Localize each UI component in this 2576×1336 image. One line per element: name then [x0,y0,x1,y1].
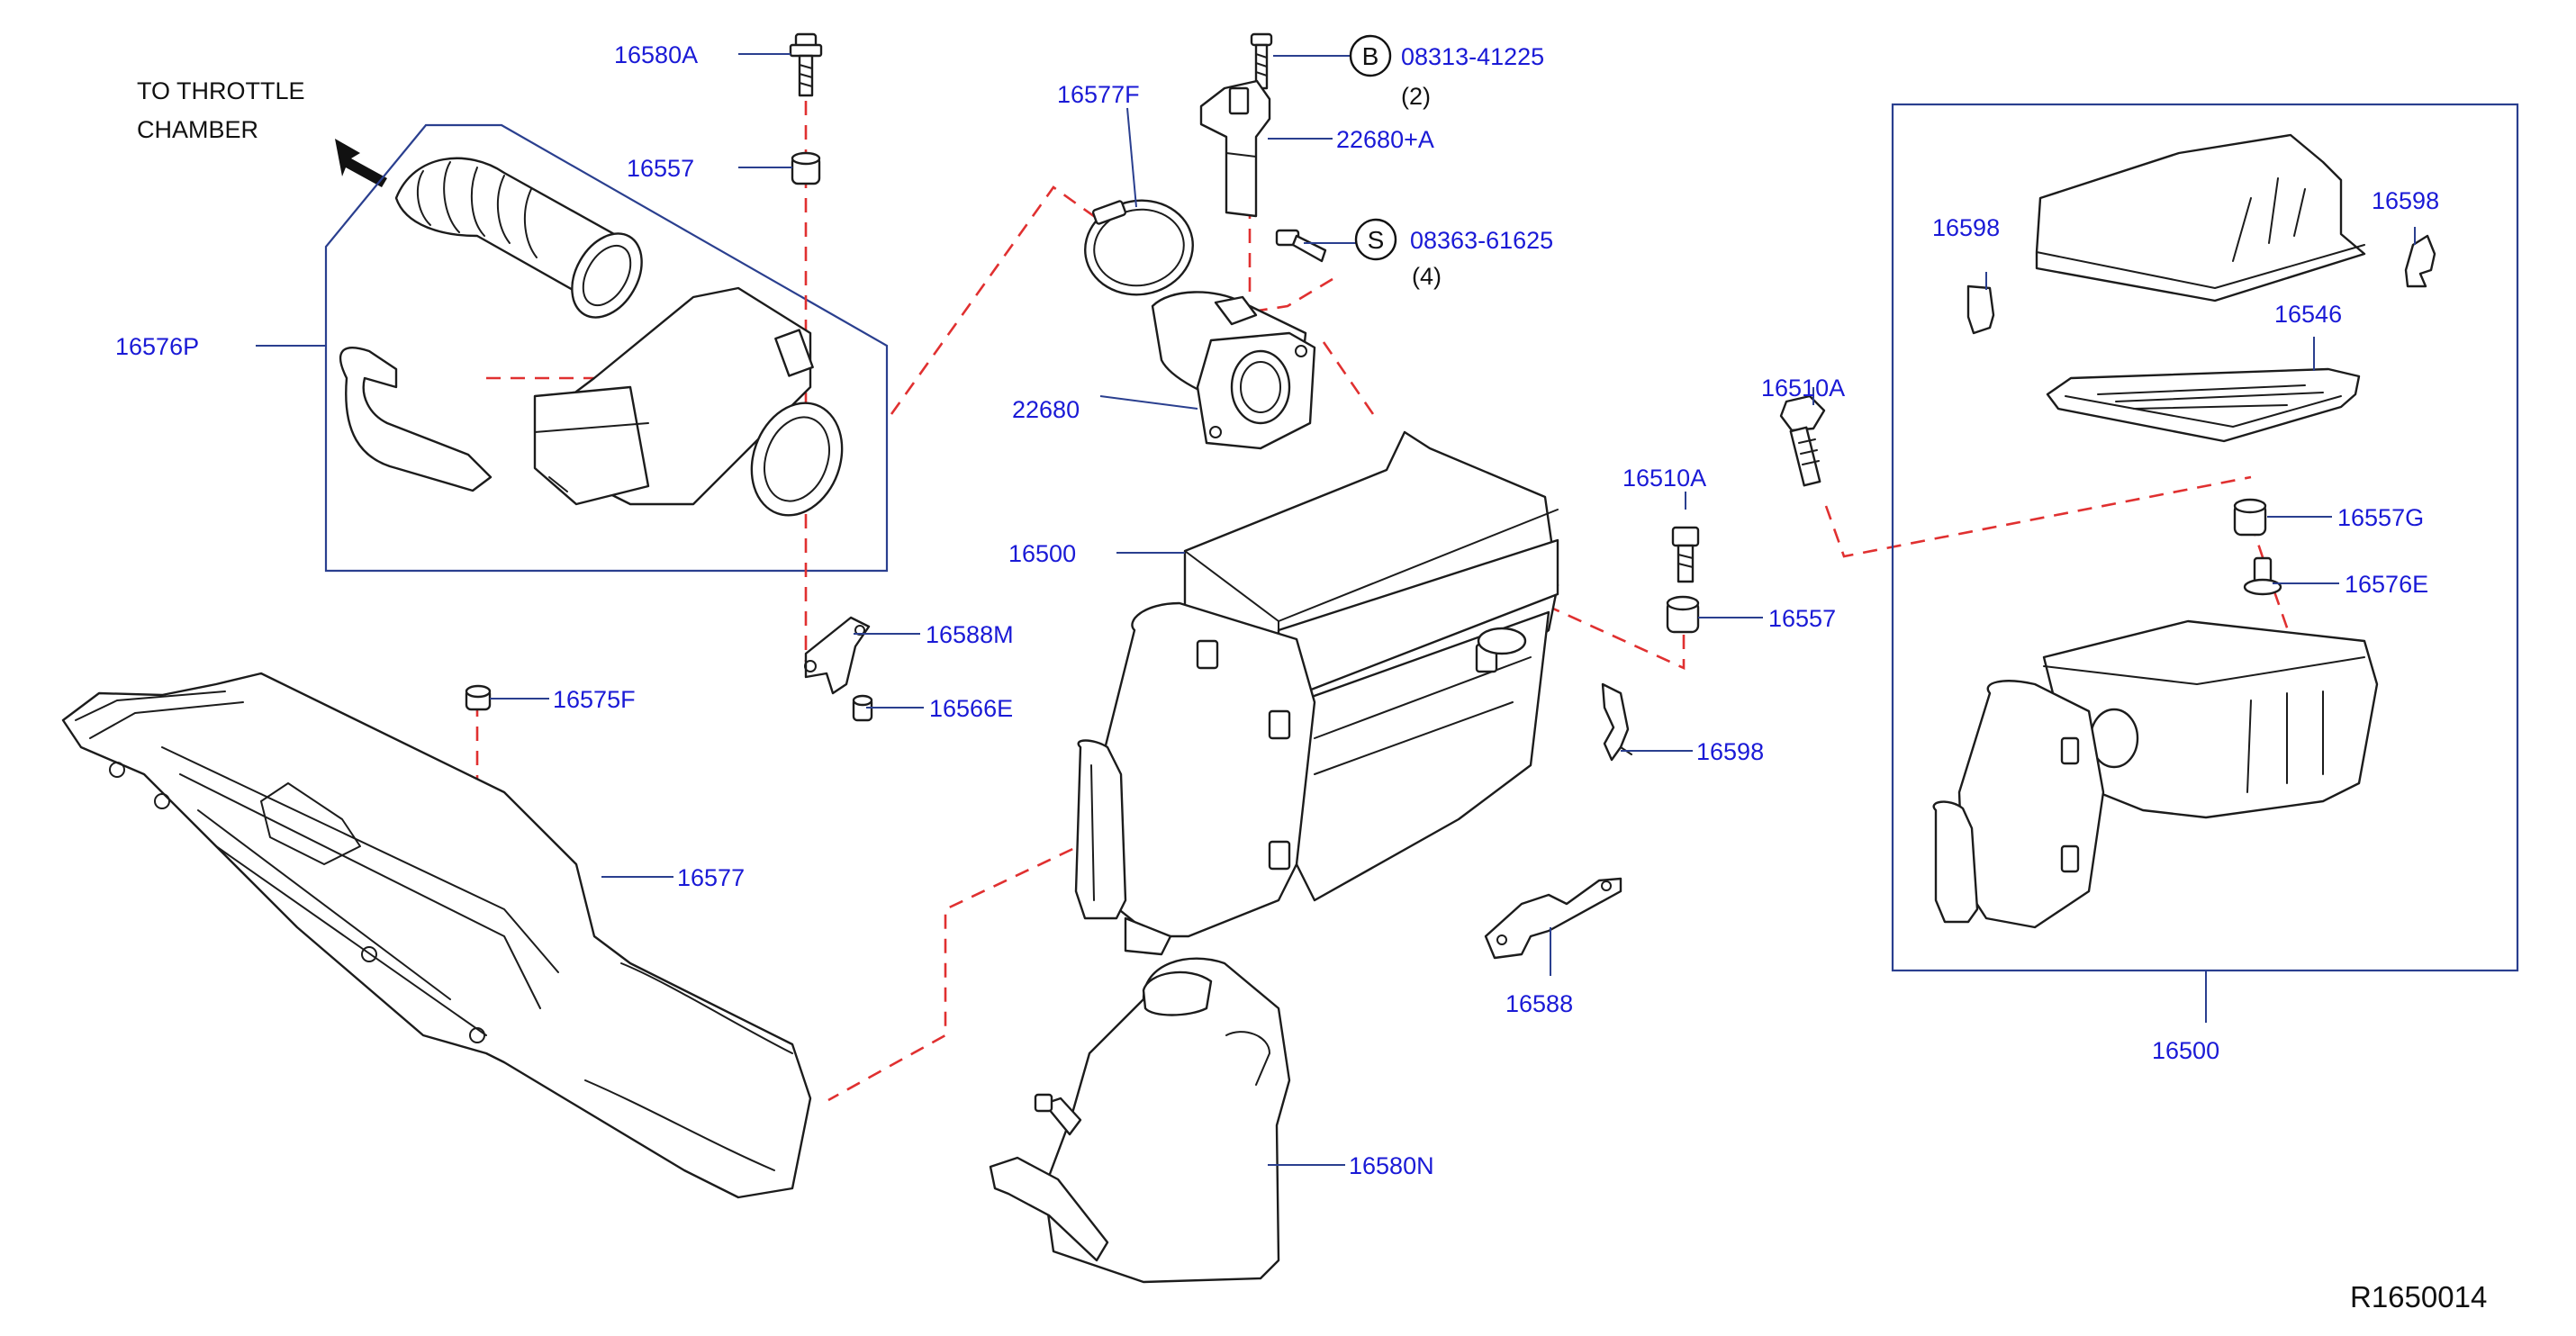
label-16576e: 16576E [2345,571,2428,598]
label-22680a: 22680+A [1336,126,1434,153]
part-16588-bracket [1484,877,1622,960]
part-16500-box-upper-case [2035,133,2366,302]
part-16500-box-lower-case [1932,619,2379,929]
part-22680a-sensor [1199,79,1271,218]
label-16598-box-right: 16598 [2372,187,2439,214]
part-16577f-clamp [1084,199,1194,296]
label-16580n: 16580N [1349,1152,1434,1179]
circle-s-marker: S [1354,218,1397,261]
label-16598-box-left: 16598 [1932,214,2000,241]
reference-code: R1650014 [2350,1280,2487,1313]
part-16580a-bolt [789,32,823,97]
part-08363-screw [1275,229,1327,263]
label-16510a-lower: 16510A [1622,465,1706,492]
label-16566e: 16566E [929,695,1013,722]
label-08313-qty: (2) [1401,83,1431,110]
part-16557-top-grommet [791,151,821,185]
label-16588m: 16588M [926,621,1014,648]
part-16500-air-cleaner [1074,430,1559,956]
label-08363-qty: (4) [1412,263,1442,290]
svg-text:B: B [1362,42,1379,70]
part-16510a-bolt-lower [1671,526,1700,583]
part-16580n-resonator [989,957,1291,1284]
label-16575f: 16575F [553,686,636,713]
label-16557g: 16557G [2337,504,2424,531]
part-16576p-duct [394,157,643,319]
label-16546: 16546 [2274,301,2342,328]
part-16575f-grommet [465,684,492,711]
part-16577-duct [61,672,812,1199]
label-16576p: 16576P [115,333,199,360]
label-16500-box: 16500 [2152,1037,2219,1064]
label-16510a-upper: 16510A [1761,375,1845,402]
circle-b-marker: B [1349,34,1392,77]
part-16598-box-clip-left [1966,284,1995,335]
svg-text:S: S [1368,226,1385,254]
part-16510a-bolt-upper [1779,394,1826,487]
label-16580a: 16580A [614,41,698,68]
label-22680: 22680 [1012,396,1080,423]
label-16577f: 16577F [1057,81,1140,108]
label-16500-main: 16500 [1008,540,1076,567]
part-16546-filter [2046,367,2361,443]
part-16598-clip-mid [1601,682,1632,762]
leader-lines [256,53,2416,1166]
label-16577: 16577 [677,864,745,891]
part-16598-box-clip-right [2404,234,2436,288]
label-16598-mid: 16598 [1696,738,1764,765]
part-08313-bolt [1250,32,1273,90]
label-16557-right: 16557 [1768,605,1836,632]
part-16557g-grommet [2233,498,2267,537]
part-16576p-housing [339,286,844,517]
label-16557-top: 16557 [627,155,694,182]
part-16588m-bracket [804,616,871,695]
label-16588: 16588 [1505,990,1573,1017]
label-08313-41225: 08313-41225 [1401,43,1544,70]
header-line-1: TO THROTTLE [137,77,305,104]
part-16576e-clip [2243,556,2282,596]
part-16557-right-grommet [1666,595,1700,634]
arrow-icon [335,139,387,187]
label-08363-61625: 08363-61625 [1410,227,1553,254]
frame-16576p [324,123,889,573]
header-line-2: CHAMBER [137,116,258,143]
part-16566e-grommet [852,694,873,722]
part-22680-airflow-meter [1151,291,1316,450]
